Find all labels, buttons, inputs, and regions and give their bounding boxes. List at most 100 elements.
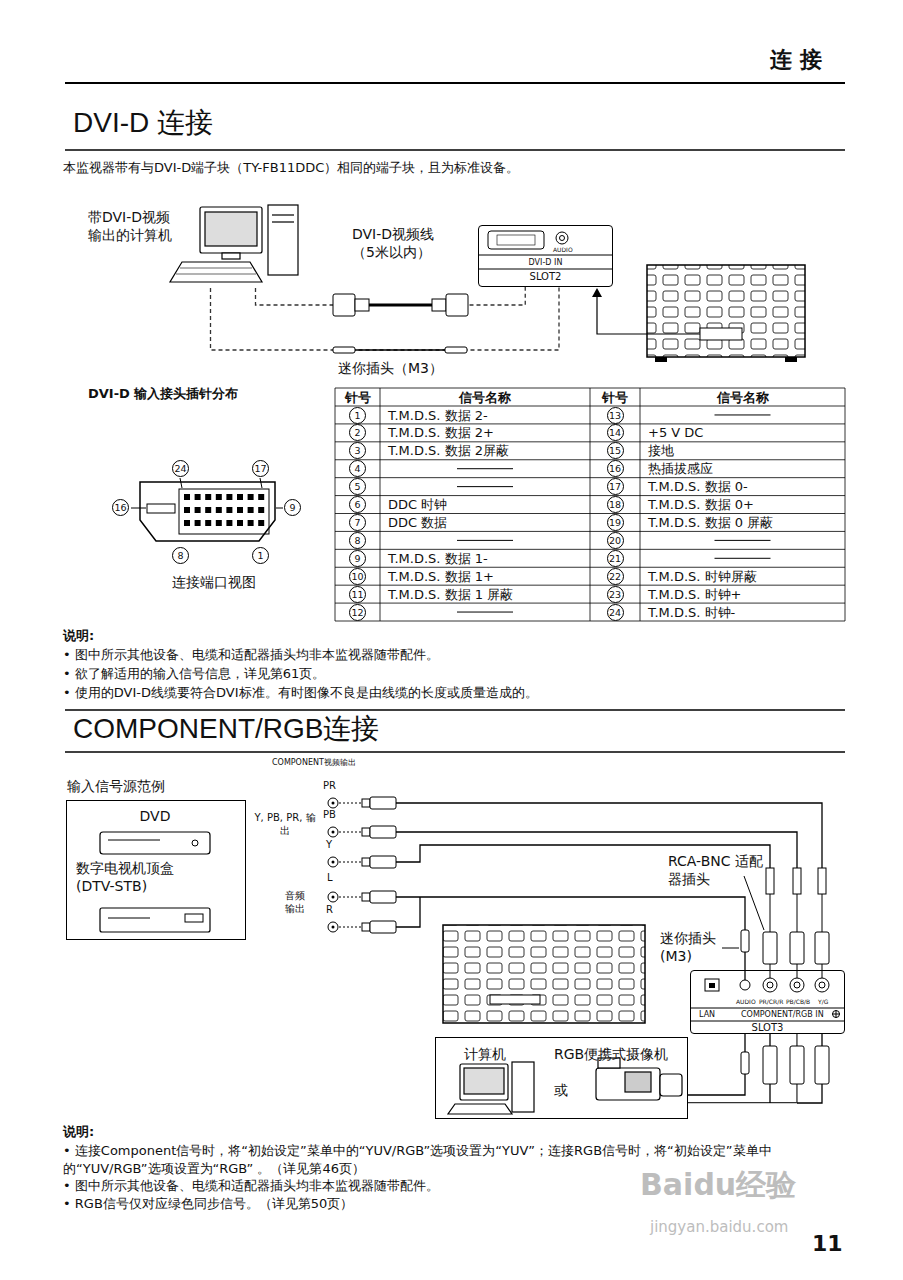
signal-name: T.M.D.S. 时钟+ xyxy=(648,586,741,603)
node-text: COMPONENT/RGB IN xyxy=(741,1009,824,1020)
output-label: 音频 输出 xyxy=(284,890,306,915)
connector-pin xyxy=(205,520,211,526)
adapter-wire xyxy=(770,894,771,932)
pin-callout: 1 xyxy=(252,547,269,564)
bnc-plug xyxy=(763,1046,777,1084)
connector-pin xyxy=(237,507,243,513)
device-label: DVD xyxy=(66,808,244,830)
jack-label: Y xyxy=(326,839,332,852)
signal-name: T.M.D.S. 数据 2- xyxy=(388,407,488,424)
intro-text: 本监视器带有与DVI-D端子块（TY-FB11DDC）相同的端子块，且为标准设备… xyxy=(63,160,519,176)
output-jack xyxy=(328,922,338,932)
jack-label: PR xyxy=(323,780,336,793)
node-text: 输入信号源范例 xyxy=(67,778,165,796)
connector-pin xyxy=(226,507,232,513)
pin-callout: 24 xyxy=(172,460,189,477)
watermark: Baidu经验 xyxy=(640,1166,796,1204)
connector-pin xyxy=(195,507,201,513)
connector-pin xyxy=(195,520,201,526)
rca-plug xyxy=(362,799,370,807)
rca-plug xyxy=(766,868,774,894)
bnc-plug xyxy=(815,1046,829,1084)
table-header: 信号名称 xyxy=(459,390,511,406)
pin-number: 21 xyxy=(607,550,624,567)
bnc-jack xyxy=(790,978,804,992)
plug-direction xyxy=(339,832,361,833)
signal-name: T.M.D.S. 数据 2屏蔽 xyxy=(388,442,509,459)
table-header: 针号 xyxy=(602,390,628,406)
subheading: DVI-D 输入接头插针分布 xyxy=(88,386,238,402)
notes-heading: 说明: xyxy=(63,1124,94,1140)
rca-plug xyxy=(370,921,396,933)
adapter-wire xyxy=(797,964,798,978)
callout-label: RCA-BNC 适配器插头 xyxy=(668,853,768,888)
watermark: jingyan.baidu.com xyxy=(650,1218,788,1237)
connector-pin xyxy=(248,507,254,513)
rca-plug xyxy=(370,891,396,903)
rca-bnc-adapter xyxy=(790,932,804,964)
pin-number: 22 xyxy=(607,568,624,585)
node-text: RGB便携式摄像机 xyxy=(554,1046,668,1064)
empty-cell-dash xyxy=(715,540,771,541)
pin-callout: 17 xyxy=(252,460,269,477)
bnc-plug xyxy=(790,1046,804,1084)
rca-plug xyxy=(370,856,396,868)
output-label: Y, PB, PR, 输出 xyxy=(252,812,318,837)
signal-name: 接地 xyxy=(648,442,674,459)
node-text: SLOT3 xyxy=(691,1022,844,1034)
note-text: • 使用的DVI-D线缆要符合DVI标准。有时图像不良是由线缆的长度或质量造成的… xyxy=(63,685,538,701)
empty-cell-dash xyxy=(457,486,513,487)
bnc-jack xyxy=(767,982,773,988)
plug-direction xyxy=(339,927,361,928)
output-jack xyxy=(332,926,335,929)
pin-number: 6 xyxy=(349,496,366,513)
pin-number: 13 xyxy=(607,407,624,424)
rca-plug xyxy=(370,797,396,809)
connector-pin xyxy=(216,507,222,513)
signal-name: T.M.D.S. 数据 0 屏蔽 xyxy=(648,514,773,531)
computer-figure: 带DVI-D视频 输出的计算机 xyxy=(80,205,305,288)
node-text: DVI-D IN xyxy=(479,257,612,269)
connector-pin xyxy=(258,494,264,500)
pin-number: 9 xyxy=(349,550,366,567)
jack-label: L xyxy=(327,872,333,885)
pin-number: 1 xyxy=(349,407,366,424)
signal-name: T.M.D.S. 数据 1 屏蔽 xyxy=(388,586,513,603)
node-text: 计算机 xyxy=(464,1046,506,1064)
terminal-panel: AUDIODVI-D INSLOT2 xyxy=(478,225,613,287)
source-box: 计算机RGB便携式摄像机或 xyxy=(435,1037,688,1119)
output-jack xyxy=(328,827,338,837)
pin-number: 2 xyxy=(349,424,366,441)
pin-number: 12 xyxy=(349,604,366,621)
pin-number: 19 xyxy=(607,514,624,531)
pin-number: 3 xyxy=(349,442,366,459)
rca-plug xyxy=(362,828,370,836)
signal-name: T.M.D.S. 数据 2+ xyxy=(388,424,494,441)
connector-pin xyxy=(226,520,232,526)
connector-pin xyxy=(258,520,264,526)
rca-plug xyxy=(362,858,370,866)
node-text: PR/CR/R xyxy=(759,998,783,1006)
bnc-jack xyxy=(819,982,825,988)
signal-name: 热插拔感应 xyxy=(648,460,713,477)
callout-label: 迷你插头 (M3) xyxy=(660,930,722,965)
empty-cell-dash xyxy=(715,558,771,559)
bnc-jack xyxy=(815,978,829,992)
connector-pin xyxy=(184,520,190,526)
device-label: 数字电视机顶盒 (DTV-STB) xyxy=(72,860,242,902)
pin-number: 4 xyxy=(349,460,366,477)
empty-cell-dash xyxy=(457,540,513,541)
table-rule xyxy=(845,388,846,621)
output-jack xyxy=(332,896,335,899)
rca-bnc-adapter xyxy=(763,932,777,964)
table-rule xyxy=(640,388,641,621)
connector-pin xyxy=(184,494,190,500)
pin-number: 23 xyxy=(607,586,624,603)
adapter-wire xyxy=(822,964,823,978)
empty-cell-dash xyxy=(457,612,513,613)
pin-number: 11 xyxy=(349,586,366,603)
connector-pin xyxy=(258,507,264,513)
